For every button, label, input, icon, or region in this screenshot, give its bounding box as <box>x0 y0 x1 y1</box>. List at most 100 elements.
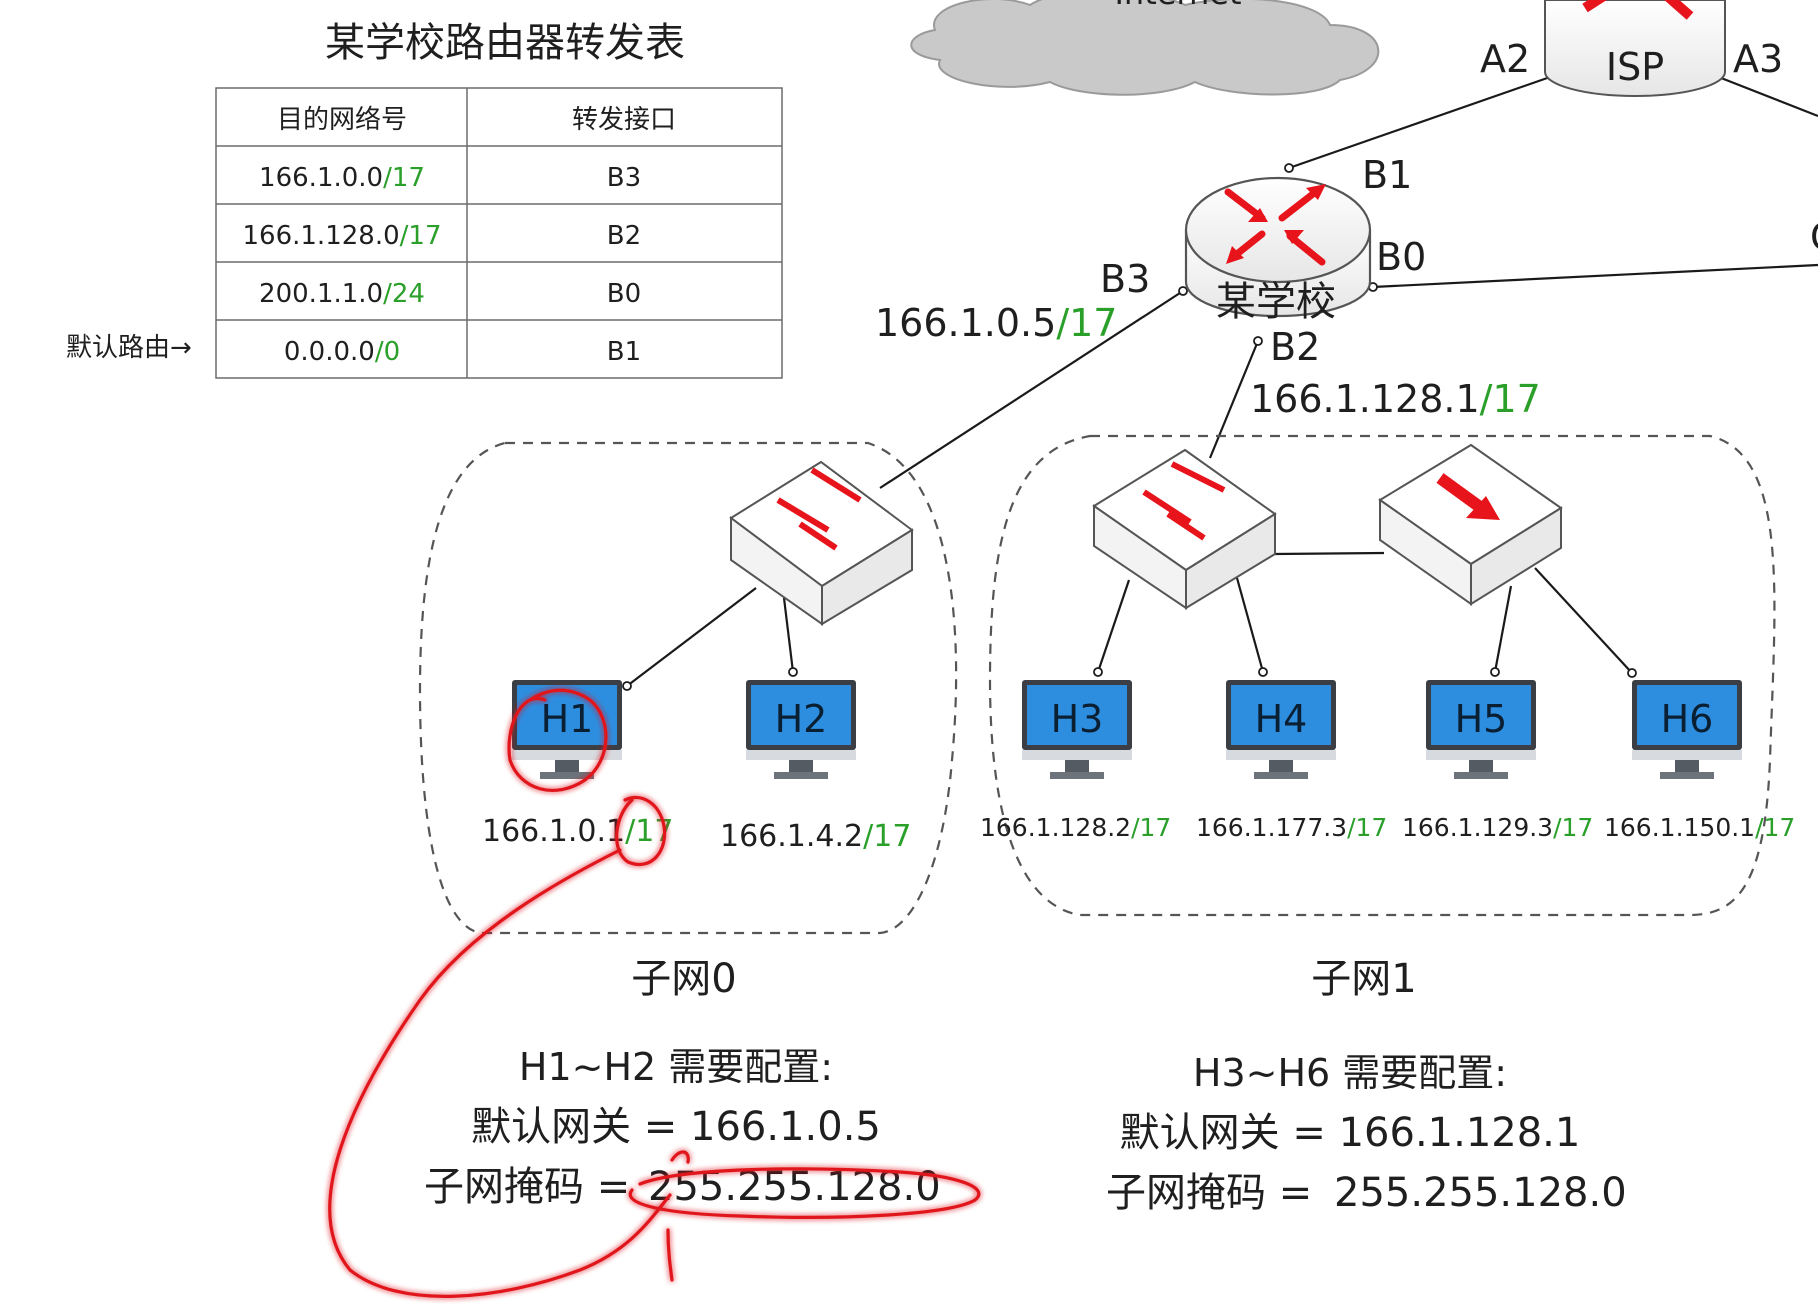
host-ip-prefix: /17 <box>1131 813 1171 842</box>
host-h3: H3 166.1.128.2/17 <box>980 680 1171 842</box>
cloud-label: Internet <box>1114 0 1241 12</box>
router-b2-ip: 166.1.128.1/17 <box>1250 377 1541 421</box>
switch-arrows-icon <box>776 467 862 551</box>
row0-prefix: /17 <box>383 163 425 193</box>
router-port-b2: B2 <box>1270 325 1320 369</box>
monitor-neck <box>1469 760 1493 772</box>
host-name-label: H1 <box>541 697 594 741</box>
h1-circle-annotation <box>507 688 608 792</box>
monitor-neck <box>555 760 579 772</box>
isp-port-a2: A2 <box>1480 37 1530 81</box>
router-b3-ip: 166.1.0.5/17 <box>875 301 1117 345</box>
table-row: 200.1.1.0/24 <box>259 279 425 309</box>
row2-net: 200.1.1.0 <box>259 279 383 309</box>
host-ip-addr: 166.1.128.2 <box>980 813 1131 842</box>
monitor-chin <box>1022 750 1132 760</box>
router-port-b1: B1 <box>1362 153 1412 197</box>
subnet0-mask-label: 子网掩码 = <box>424 1164 630 1210</box>
subnet1-name: 子网1 <box>1311 956 1416 1002</box>
monitor-neck <box>1269 760 1293 772</box>
host-ip-addr: 166.1.129.3 <box>1402 813 1553 842</box>
internet-cloud: Internet <box>910 0 1380 96</box>
link-switch1-switch2 <box>1274 551 1385 556</box>
row1-prefix: /17 <box>400 221 442 251</box>
school-router: 某学校 <box>1184 176 1372 325</box>
host-h5: H5 166.1.129.3/17 <box>1402 680 1593 842</box>
table-row: 166.1.128.0/17 <box>243 221 442 251</box>
row0-net: 166.1.0.0 <box>259 163 383 193</box>
host-ip-addr: 166.1.177.3 <box>1196 813 1347 842</box>
router-port-b0: B0 <box>1376 235 1426 279</box>
host-ip-label: 166.1.4.2/17 <box>720 819 911 854</box>
monitor-chin <box>1426 750 1536 760</box>
row1-iface: B2 <box>607 221 641 251</box>
b3-ip-prefix: /17 <box>1056 301 1117 345</box>
hosts-layer: H1166.1.0.1/17H2166.1.4.2/17H3166.1.128.… <box>482 680 1795 854</box>
row3-net: 0.0.0.0 <box>284 337 375 367</box>
curve-annotation <box>328 848 672 1298</box>
isp-arrow-icon <box>1582 0 1607 13</box>
switch-2 <box>1378 443 1563 606</box>
hand-annotations <box>328 688 981 1298</box>
monitor-stand <box>1454 772 1508 779</box>
monitor-stand <box>540 772 594 779</box>
forwarding-table: 某学校路由器转发表 目的网络号 转发接口 166.1.0.0/17 B3 166… <box>66 20 783 379</box>
mask-oval-annotation <box>628 1167 981 1219</box>
host-ip-label: 166.1.150.1/17 <box>1604 813 1795 842</box>
link-router-switch0 <box>879 290 1184 489</box>
monitor-chin <box>1632 750 1742 760</box>
hub-arrow-icon <box>1436 473 1500 520</box>
arrow-tick-annotation <box>666 1228 674 1282</box>
switch-arrows-icon <box>1142 461 1226 541</box>
isp-router: ISP <box>1544 0 1726 97</box>
router-arrows-icon <box>1224 184 1326 266</box>
host-ip-label: 166.1.0.1/17 <box>482 814 673 849</box>
row2-iface: B0 <box>607 279 641 309</box>
host-ip-label: 166.1.129.3/17 <box>1402 813 1593 842</box>
table-header-iface: 转发接口 <box>572 105 676 135</box>
subnet1-gateway: 默认网关 = 166.1.128.1 <box>1120 1110 1581 1156</box>
monitor-screen <box>1637 685 1737 745</box>
host-ip-label: 166.1.177.3/17 <box>1196 813 1387 842</box>
link-sw0-h2 <box>782 597 795 673</box>
link-router-b0 <box>1372 263 1818 289</box>
host-name-label: H5 <box>1455 697 1508 741</box>
monitor-screen <box>751 685 851 745</box>
isp-port-a3: A3 <box>1733 37 1783 81</box>
link-sw0-h1 <box>626 587 757 687</box>
b3-ip-addr: 166.1.0.5 <box>875 301 1056 345</box>
monitor-stand <box>1254 772 1308 779</box>
host-name-label: H6 <box>1661 697 1714 741</box>
row2-prefix: /24 <box>383 279 425 309</box>
host-ip-addr: 166.1.0.1 <box>482 814 625 849</box>
router-port-b3: B3 <box>1100 257 1150 301</box>
monitor-stand <box>774 772 828 779</box>
monitor-screen <box>1431 685 1531 745</box>
host-ip-prefix: /17 <box>1755 813 1795 842</box>
link-sw1-h4 <box>1235 577 1265 673</box>
monitor-neck <box>789 760 813 772</box>
host-ip-prefix: /17 <box>1553 813 1593 842</box>
subnet0-name: 子网0 <box>631 956 736 1002</box>
monitor-neck <box>1065 760 1089 772</box>
host-ip-addr: 166.1.150.1 <box>1604 813 1755 842</box>
subnet0-gateway: 默认网关 = 166.1.0.5 <box>471 1104 881 1150</box>
subnet1-mask-value: 255.255.128.0 <box>1334 1170 1627 1216</box>
table-title: 某学校路由器转发表 <box>325 20 685 66</box>
row3-prefix: /0 <box>375 337 400 367</box>
default-route-label: 默认路由→ <box>66 333 192 363</box>
subnet1-boundary <box>988 434 1776 917</box>
host-name-label: H3 <box>1051 697 1104 741</box>
isp-label: ISP <box>1606 45 1664 89</box>
table-row: 0.0.0.0/0 <box>284 337 400 367</box>
subnet0-boundary <box>418 441 958 935</box>
b2-ip-prefix: /17 <box>1480 377 1541 421</box>
switch-0 <box>729 460 914 626</box>
switch-1 <box>1092 448 1277 610</box>
table-row: 166.1.0.0/17 <box>259 163 425 193</box>
link-router-switch1 <box>1208 340 1260 459</box>
host-ip-prefix: /17 <box>863 819 911 854</box>
